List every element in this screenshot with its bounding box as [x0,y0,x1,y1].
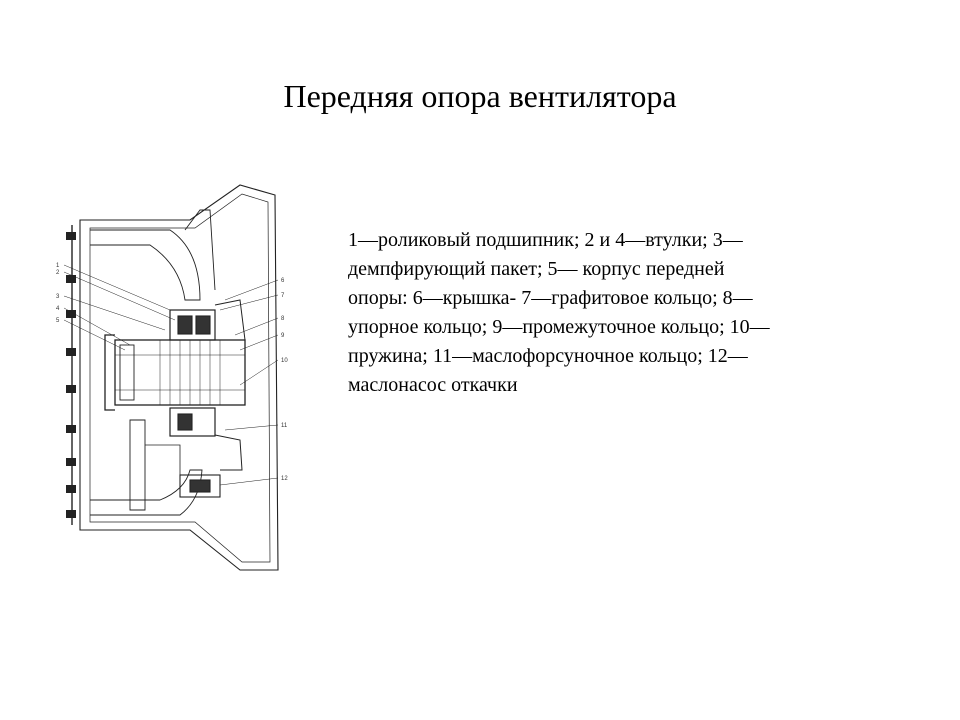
legend-line: опоры: 6—крышка- 7—графитовое кольцо; 8— [348,287,753,309]
flange-bolts [66,232,76,518]
oil-pump [179,474,221,498]
legend-line: маслонасос откачки [348,374,518,396]
callout-numbers: 1 2 3 4 5 6 7 8 9 10 11 12 [56,263,288,482]
callout-number: 5 [56,318,60,324]
callout-number: 2 [56,270,60,276]
callout-number: 11 [281,423,288,429]
callout-number: 1 [56,263,60,269]
legend-line: пружина; 11—маслофорсуночное кольцо; 12— [348,345,748,367]
callout-number: 3 [56,294,60,300]
legend-line: 1—роликовый подшипник; 2 и 4—втулки; 3— [348,229,743,251]
outer-casing [79,184,279,571]
cover [214,299,246,341]
callout-number: 7 [281,293,285,299]
roller-bearing [169,309,216,341]
lower-strut [90,469,203,516]
callout-number: 9 [281,333,285,339]
callout-number: 6 [281,278,285,284]
slide-title: Передняя опора вентилятора [283,78,677,114]
parts-legend: 1—роликовый подшипник; 2 и 4—втулки; 3— … [348,226,858,400]
callout-number: 8 [281,316,285,322]
callout-number: 4 [56,306,60,312]
callout-leaders [63,264,279,486]
shaft-hatching [159,340,221,405]
legend-line: упорное кольцо; 9—промежуточное кольцо; … [348,316,770,338]
end-cap [104,334,115,411]
front-fan-support-drawing: 1 2 3 4 5 6 7 8 9 10 11 12 [56,184,288,571]
legend-line: демпфирующий пакет; 5— корпус передней [348,258,725,280]
callout-number: 12 [281,476,288,482]
upper-strut [90,229,201,301]
callout-number: 10 [281,358,288,364]
